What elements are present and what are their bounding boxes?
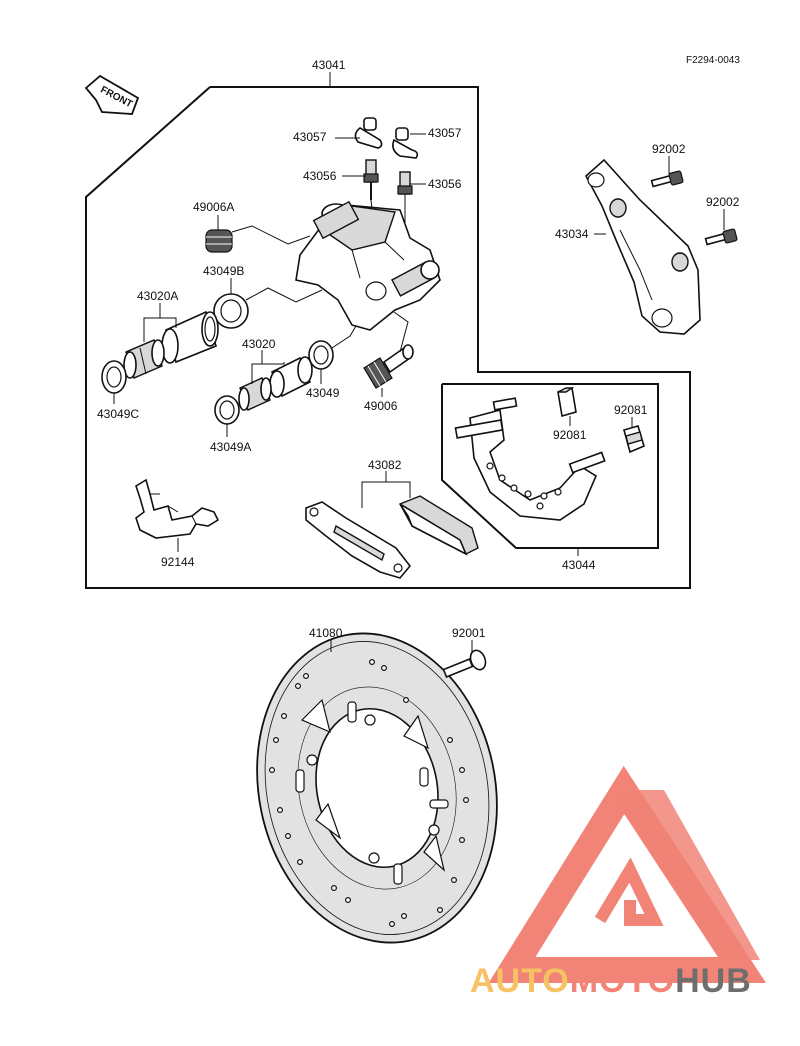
logo-text-hub: HUB	[675, 962, 752, 1000]
bracket-assembly-frame	[441, 383, 659, 549]
part-label-41080: 41080	[309, 626, 343, 640]
front-arrow-icon: FRONT	[84, 74, 140, 115]
bolt-92001	[442, 649, 487, 678]
part-label-43020A: 43020A	[137, 289, 178, 303]
caliper-assembly-frame	[85, 86, 691, 589]
pad-clip-92081-right	[623, 425, 645, 454]
seal-43049C	[101, 360, 127, 394]
part-label-43049B: 43049B	[203, 264, 244, 278]
piston-insulator-43020A	[123, 339, 165, 379]
part-label-43041: 43041	[312, 58, 346, 72]
part-label-92081-left: 92081	[553, 428, 587, 442]
brake-pad	[399, 495, 479, 556]
piston-43020A	[161, 310, 219, 364]
part-label-49006A: 49006A	[193, 200, 234, 214]
piston-insulator-43020	[238, 377, 272, 411]
part-label-43057-left: 43057	[293, 130, 327, 144]
part-label-43056-left: 43056	[303, 169, 337, 183]
figure-code: F2294-0043	[686, 55, 740, 66]
logo-text-moto: MOTO	[570, 962, 675, 1000]
part-label-92002-upper: 92002	[652, 142, 686, 156]
brake-disc-41080	[256, 632, 498, 944]
part-label-49006: 49006	[364, 399, 398, 413]
seal-43049	[308, 340, 334, 370]
brake-pad-shim	[305, 501, 412, 579]
pad-pin-92081-left	[557, 386, 577, 418]
part-label-92081-right: 92081	[614, 403, 648, 417]
part-label-92001: 92001	[452, 626, 486, 640]
part-label-43057-right: 43057	[428, 126, 462, 140]
automotohub-logo: AUTOMOTOHUB	[470, 765, 767, 1000]
part-label-43034: 43034	[555, 227, 589, 241]
caliper-body	[295, 200, 441, 331]
bleeder-cap-right	[392, 127, 419, 159]
part-label-43056-right: 43056	[428, 177, 462, 191]
part-label-43020: 43020	[242, 337, 276, 351]
seal-43049B	[213, 293, 249, 329]
part-label-92002-lower: 92002	[706, 195, 740, 209]
logo-text-auto: AUTO	[470, 962, 570, 1000]
part-label-43049: 43049	[306, 386, 340, 400]
bleeder-cap-left	[354, 117, 383, 149]
pin-boot-49006	[363, 344, 414, 389]
part-label-43049C: 43049C	[97, 407, 139, 421]
caliper-bracket-43044	[454, 397, 606, 521]
part-label-43049A: 43049A	[210, 440, 251, 454]
part-label-43044: 43044	[562, 558, 596, 572]
svg-text:AUTOMOTOHUB: AUTOMOTOHUB	[470, 962, 752, 1000]
bolt-92002-upper	[650, 170, 684, 188]
torque-bracket-43034	[584, 158, 701, 335]
part-label-43082: 43082	[368, 458, 402, 472]
part-label-92144: 92144	[161, 555, 195, 569]
boot-49006A	[205, 229, 233, 253]
bleeder-valve-left	[363, 159, 379, 200]
spring-92144	[135, 478, 220, 539]
seal-43049A	[214, 395, 240, 425]
bolt-92002-lower	[704, 228, 738, 246]
piston-43020	[269, 356, 313, 398]
